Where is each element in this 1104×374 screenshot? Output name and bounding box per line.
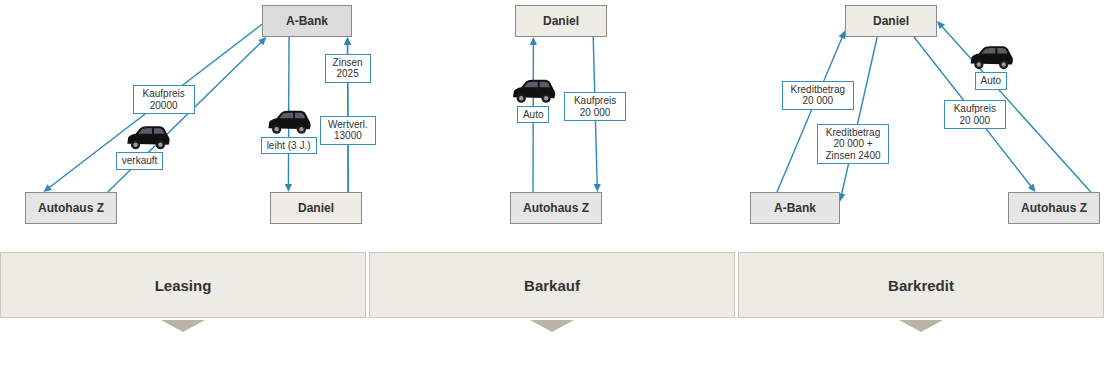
- party-box: Daniel: [270, 192, 362, 224]
- car-icon: [971, 46, 1013, 69]
- category-band: Leasing: [0, 252, 366, 318]
- party-name: Daniel: [298, 201, 334, 215]
- car-icon: [268, 111, 310, 134]
- flow-line: [942, 26, 1091, 192]
- car-icon: [127, 126, 169, 149]
- arrow-head: [344, 37, 351, 45]
- arrow-head: [530, 37, 537, 45]
- party-box: Autohaus Z: [510, 192, 602, 224]
- flow-label: Auto: [517, 106, 550, 124]
- flow-line: [777, 37, 842, 192]
- flow-label: Kreditbetrag 20 000: [782, 81, 854, 110]
- band-title: Barkauf: [524, 277, 580, 294]
- flow-arrow: [108, 37, 267, 192]
- flow-line: [108, 42, 262, 192]
- edge-group: [43, 21, 1090, 202]
- flow-arrow: [937, 21, 1091, 192]
- party-box: Autohaus Z: [25, 192, 117, 224]
- flow-label: verkauft: [116, 152, 164, 170]
- flow-arrow: [777, 31, 845, 192]
- party-box: A-Bank: [750, 192, 840, 224]
- flow-label: Kreditbetrag 20 000 + Zinsen 2400: [817, 124, 889, 165]
- pointer-triangle: [899, 320, 943, 332]
- party-box: Autohaus Z: [1008, 192, 1100, 224]
- arrow-head: [344, 37, 351, 45]
- flow-arrow: [914, 37, 1036, 192]
- category-band: Barkredit: [738, 252, 1104, 318]
- party-name: A-Bank: [286, 14, 328, 28]
- party-name: A-Bank: [774, 201, 816, 215]
- flow-label: Kaufpreis 20000: [133, 85, 195, 114]
- flow-label: Zinsen 2025: [325, 54, 371, 83]
- party-box: A-Bank: [262, 5, 352, 37]
- band-title: Leasing: [155, 277, 212, 294]
- arrow-head: [937, 21, 945, 29]
- flow-line: [49, 24, 262, 188]
- flow-label: Wertverl. 13000: [320, 116, 376, 145]
- party-name: Autohaus Z: [523, 201, 589, 215]
- flow-line: [914, 37, 1031, 186]
- party-name: Daniel: [543, 14, 579, 28]
- arrow-head: [285, 184, 292, 192]
- party-name: Autohaus Z: [1021, 201, 1087, 215]
- flow-label: Kaufpreis 20 000: [564, 92, 626, 121]
- party-name: Daniel: [873, 14, 909, 28]
- flow-label: Kaufpreis 20 000: [944, 100, 1006, 129]
- flow-label: leiht (3 J.): [261, 137, 317, 155]
- flow-label: Auto: [975, 72, 1008, 90]
- car-icon: [513, 80, 555, 103]
- arrow-head: [258, 37, 266, 45]
- party-name: Autohaus Z: [38, 201, 104, 215]
- flow-arrow: [838, 37, 877, 202]
- arrow-head: [1028, 183, 1036, 192]
- pointer-triangle: [530, 320, 574, 332]
- pointer-triangle: [161, 320, 205, 332]
- band-title: Barkredit: [888, 277, 954, 294]
- party-box: Daniel: [845, 5, 937, 37]
- arrow-head: [594, 184, 601, 192]
- party-box: Daniel: [515, 5, 607, 37]
- flow-arrow: [43, 24, 262, 192]
- category-band: Barkauf: [369, 252, 735, 318]
- flow-line: [842, 37, 878, 195]
- arrow-head: [43, 184, 52, 192]
